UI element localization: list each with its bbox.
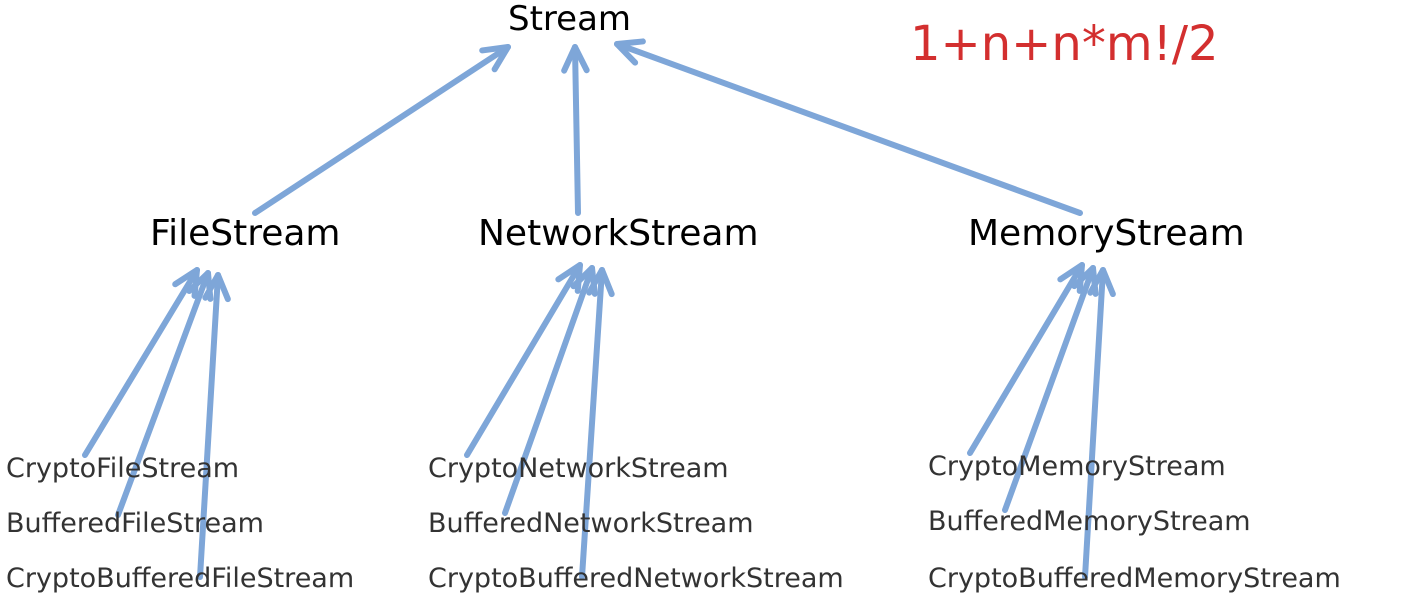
- arrow-cryptobufferednetwork-to-networkstream: [579, 267, 615, 580]
- arrow-cryptobufferedfile-to-filestream: [197, 272, 231, 580]
- node-cryptofilestream: CryptoFileStream: [6, 453, 240, 484]
- node-networkstream: NetworkStream: [478, 213, 759, 254]
- node-bufferednetworkstream: BufferedNetworkStream: [428, 508, 754, 539]
- node-cryptobufferedmemorystream: CryptoBufferedMemoryStream: [928, 563, 1341, 594]
- arrow-filestream-to-stream: [252, 44, 511, 216]
- node-cryptobufferedfilestream: CryptoBufferedFileStream: [6, 563, 355, 594]
- node-filestream: FileStream: [150, 213, 341, 254]
- arrow-networkstream-to-stream: [561, 44, 590, 216]
- arrow-cryptofile-to-filestream: [82, 267, 200, 458]
- arrow-cryptonetwork-to-networkstream: [464, 262, 583, 458]
- arrow-cryptobufferedmemory-to-memorystream: [1082, 267, 1116, 580]
- node-bufferedmemorystream: BufferedMemoryStream: [928, 506, 1251, 537]
- node-cryptonetworkstream: CryptoNetworkStream: [428, 453, 729, 484]
- arrow-cryptomemory-to-memorystream: [967, 262, 1085, 456]
- node-cryptomemorystream: CryptoMemoryStream: [928, 451, 1226, 482]
- arrow-memorystream-to-stream: [614, 38, 1083, 216]
- complexity-formula: 1+n+n*m!/2: [910, 16, 1219, 72]
- node-cryptobufferednetworkstream: CryptoBufferedNetworkStream: [428, 563, 844, 594]
- node-bufferedfilestream: BufferedFileStream: [6, 508, 264, 539]
- node-memorystream: MemoryStream: [968, 213, 1245, 254]
- node-stream: Stream: [508, 0, 632, 39]
- arrow-group: [82, 38, 1116, 580]
